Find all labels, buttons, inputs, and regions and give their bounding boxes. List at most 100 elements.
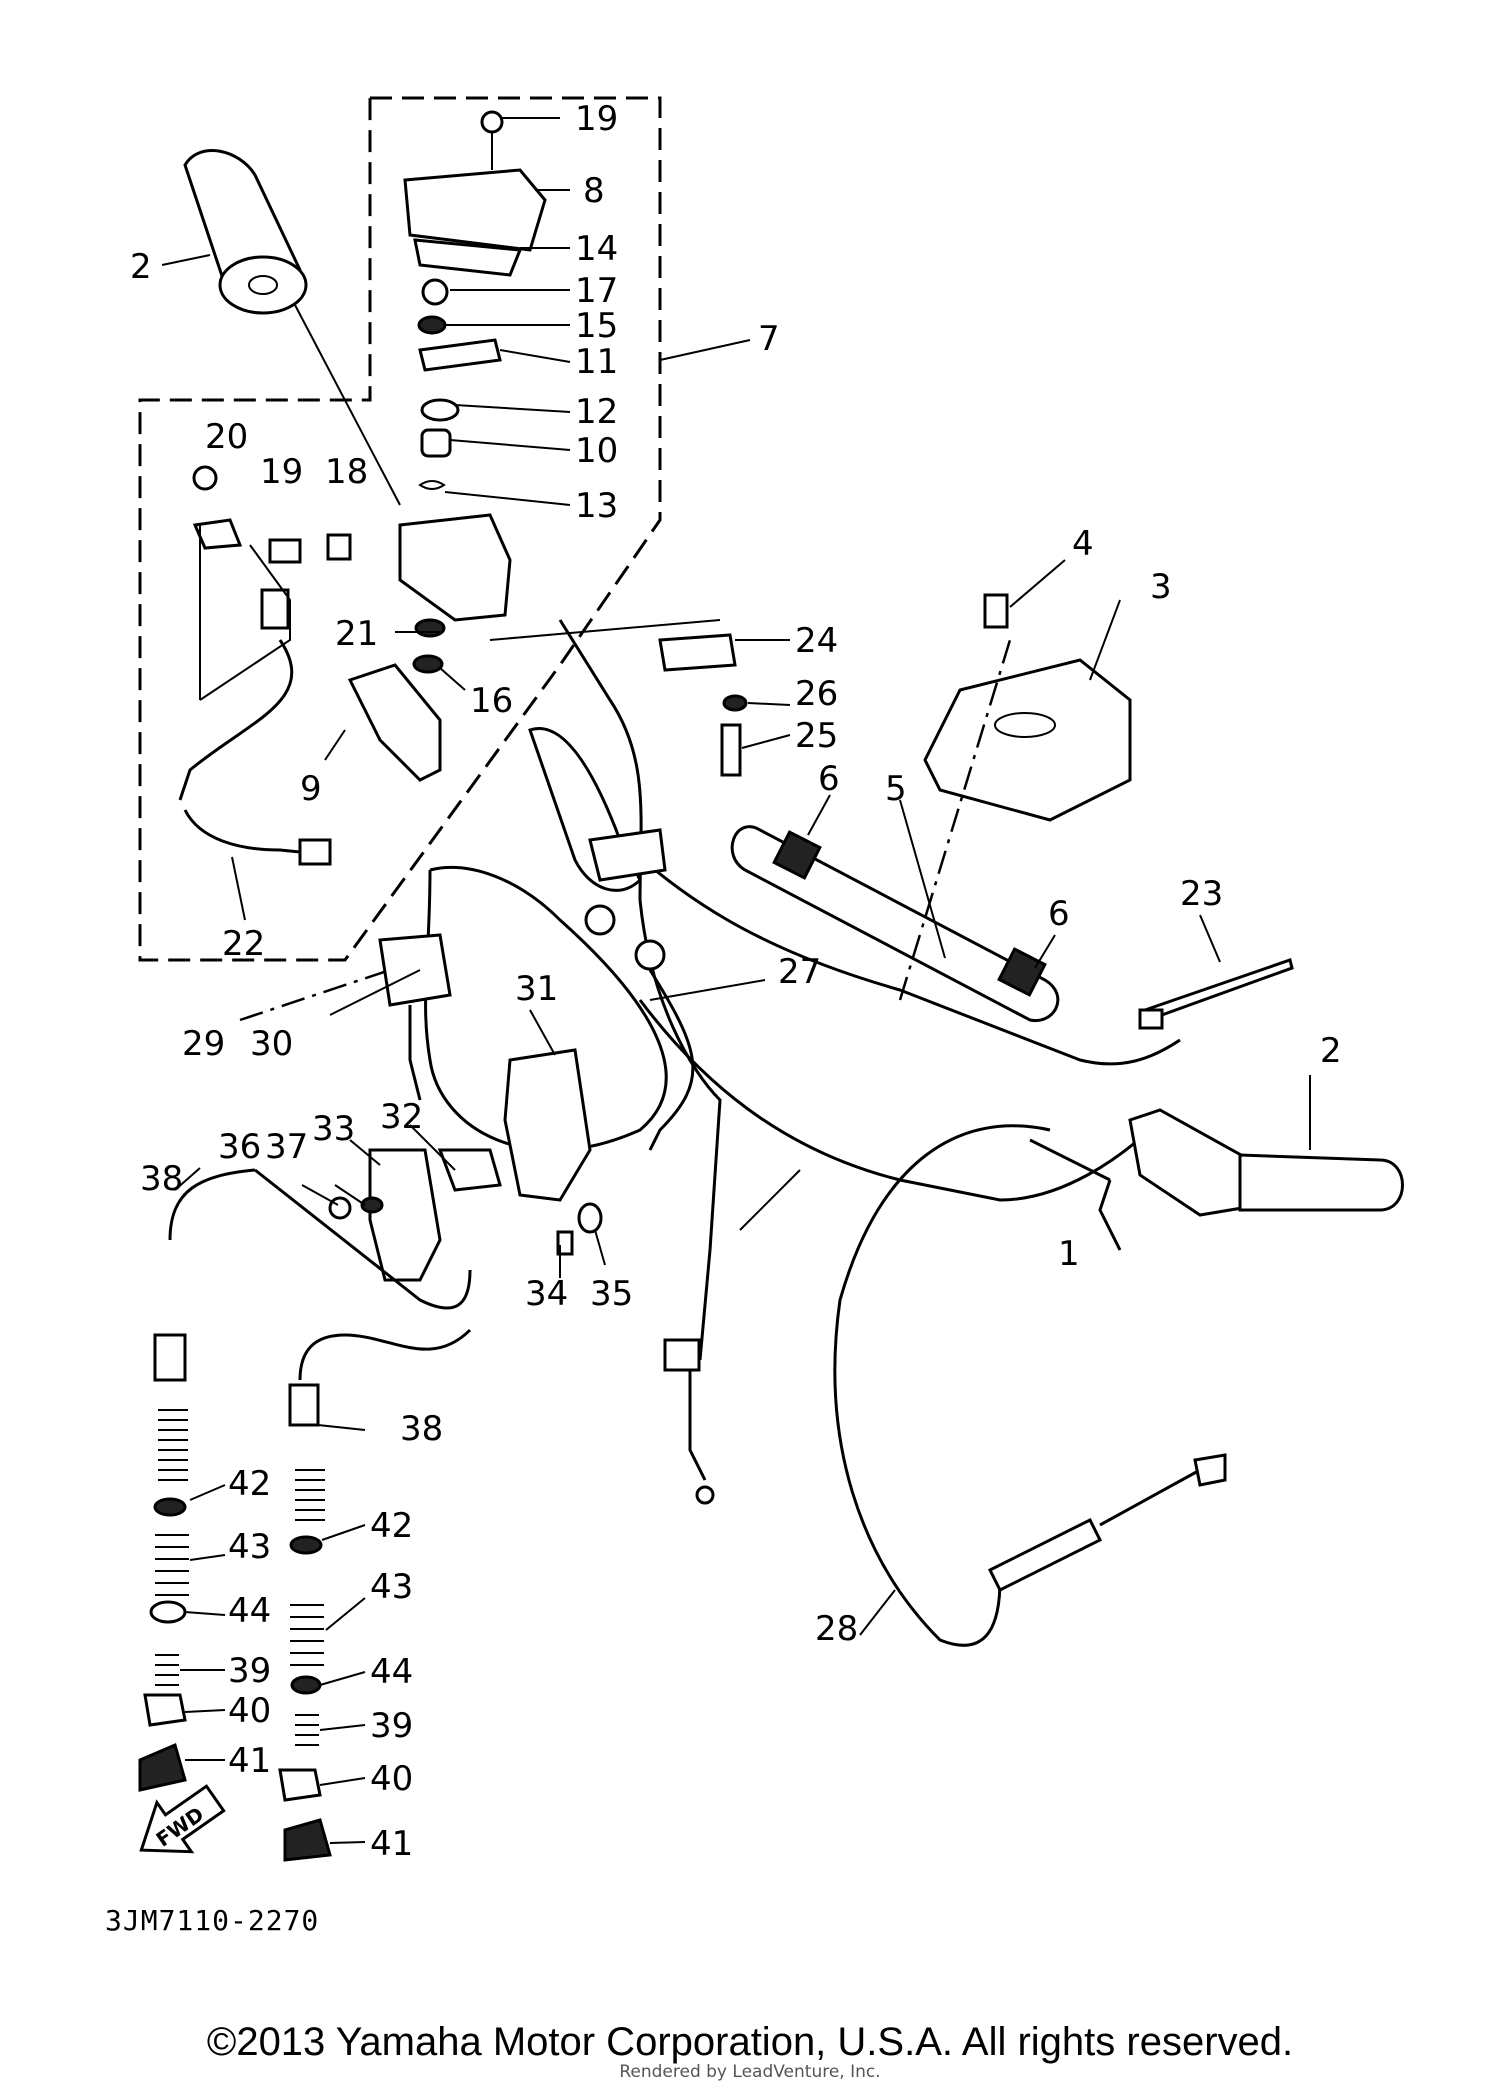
callout-9: 9 — [300, 769, 322, 809]
lever-11 — [418, 338, 502, 372]
brake-cable-38-left — [168, 1168, 472, 1310]
callout-42-right: 42 — [370, 1506, 413, 1546]
callout-2-right: 2 — [1320, 1031, 1342, 1071]
spring-39-left — [155, 1654, 179, 1686]
callout-labels: 1 2 2 3 4 5 6 6 7 8 9 10 11 12 13 14 15 … — [130, 99, 1342, 1864]
lever-pivot — [584, 904, 616, 936]
callout-2-left: 2 — [130, 247, 152, 287]
throttle-lever-9 — [347, 663, 442, 782]
washer-44-right — [290, 1675, 322, 1695]
cable-tie — [1143, 958, 1294, 1022]
switch-connector — [260, 588, 290, 630]
band-6-right — [997, 947, 1047, 997]
callout-43-right: 43 — [370, 1567, 413, 1607]
callout-29: 29 — [182, 1024, 225, 1064]
callout-24: 24 — [795, 621, 838, 661]
washer-21 — [414, 618, 446, 638]
screw-4 — [983, 593, 1009, 629]
adjuster-38-right — [288, 1383, 320, 1427]
assembly-7-boundary — [138, 96, 662, 962]
callout-40-right: 40 — [370, 1759, 413, 1799]
callout-43-left: 43 — [228, 1527, 271, 1567]
washer-15 — [417, 315, 447, 335]
switch-lead-22 — [178, 639, 301, 854]
callout-1: 1 — [1058, 1234, 1080, 1274]
handlebar — [598, 818, 1181, 1202]
bolt-34 — [556, 1230, 574, 1256]
callout-32: 32 — [380, 1097, 423, 1137]
callout-25: 25 — [795, 716, 838, 756]
callout-44-right: 44 — [370, 1652, 413, 1692]
callout-40-left: 40 — [228, 1691, 271, 1731]
callout-12: 12 — [575, 392, 618, 432]
band-6-left — [772, 830, 822, 880]
left-grip-end — [218, 255, 308, 315]
spring-stack-right — [295, 1469, 325, 1521]
callout-33: 33 — [312, 1109, 355, 1149]
nut-41-left — [138, 1742, 187, 1792]
adjuster-38-left — [153, 1333, 187, 1382]
callout-39-right: 39 — [370, 1706, 413, 1746]
brake-adjuster-28 — [987, 1517, 1103, 1593]
callout-39-left: 39 — [228, 1651, 271, 1691]
screw-20 — [192, 465, 218, 491]
lever-holder-31 — [503, 1048, 592, 1202]
callout-8: 8 — [583, 171, 605, 211]
clamp-20 — [192, 518, 243, 550]
callout-22: 22 — [222, 924, 265, 964]
callout-38-right: 38 — [400, 1409, 443, 1449]
bolt-19-left — [268, 538, 302, 564]
link-32 — [437, 1148, 502, 1192]
copyright-notice: ©2013 Yamaha Motor Corporation, U.S.A. A… — [206, 2020, 1294, 2064]
callout-41-right: 41 — [370, 1824, 413, 1864]
brake-cable-28 — [833, 1124, 1051, 1647]
washer-42-right — [289, 1535, 323, 1555]
brake-cable-29 — [424, 865, 668, 1152]
callout-35: 35 — [590, 1274, 633, 1314]
callout-7: 7 — [758, 319, 780, 359]
rendered-by-notice: Rendered by LeadVenture, Inc. — [619, 2062, 881, 2082]
callout-38-left: 38 — [140, 1159, 183, 1199]
callout-10: 10 — [575, 431, 618, 471]
cable-end-28 — [1193, 1453, 1227, 1487]
brake-cable-left — [648, 969, 695, 1151]
callout-6-right: 6 — [1048, 894, 1070, 934]
spring-43-right — [290, 1604, 324, 1666]
bolt-25 — [720, 723, 742, 777]
callout-14: 14 — [575, 229, 618, 269]
nut-41-right — [283, 1818, 332, 1862]
callout-26: 26 — [795, 674, 838, 714]
throttle-cable-27 — [558, 619, 722, 1361]
cover-33 — [368, 1148, 442, 1282]
callout-44-left: 44 — [228, 1591, 271, 1631]
washer-26 — [722, 694, 748, 712]
callout-31: 31 — [515, 969, 558, 1009]
spring-43-left — [155, 1534, 189, 1596]
right-grip — [1238, 1153, 1404, 1212]
washer-35 — [577, 1202, 603, 1234]
callout-4: 4 — [1072, 524, 1094, 564]
collar-10 — [420, 428, 452, 458]
callout-28: 28 — [815, 1609, 858, 1649]
callout-5: 5 — [885, 769, 907, 809]
cable-tie-head — [1138, 1008, 1164, 1030]
callout-23: 23 — [1180, 874, 1223, 914]
callout-30: 30 — [250, 1024, 293, 1064]
plate-12 — [420, 398, 460, 422]
spring-13 — [418, 480, 446, 490]
callout-19-left: 19 — [260, 452, 303, 492]
callout-34: 34 — [525, 1274, 568, 1314]
handlebar-pad — [730, 825, 1060, 1022]
throttle-housing — [398, 513, 512, 622]
callout-leaders — [161, 117, 1311, 1844]
nut-18 — [326, 533, 352, 561]
handlebar-cover — [923, 658, 1132, 822]
fwd-arrow-icon: FWD — [139, 1784, 226, 1854]
callout-6-left: 6 — [818, 759, 840, 799]
nut-17 — [421, 278, 449, 306]
lever-bracket — [588, 828, 667, 882]
screw-19-top — [480, 110, 504, 134]
callout-42-left: 42 — [228, 1464, 271, 1504]
